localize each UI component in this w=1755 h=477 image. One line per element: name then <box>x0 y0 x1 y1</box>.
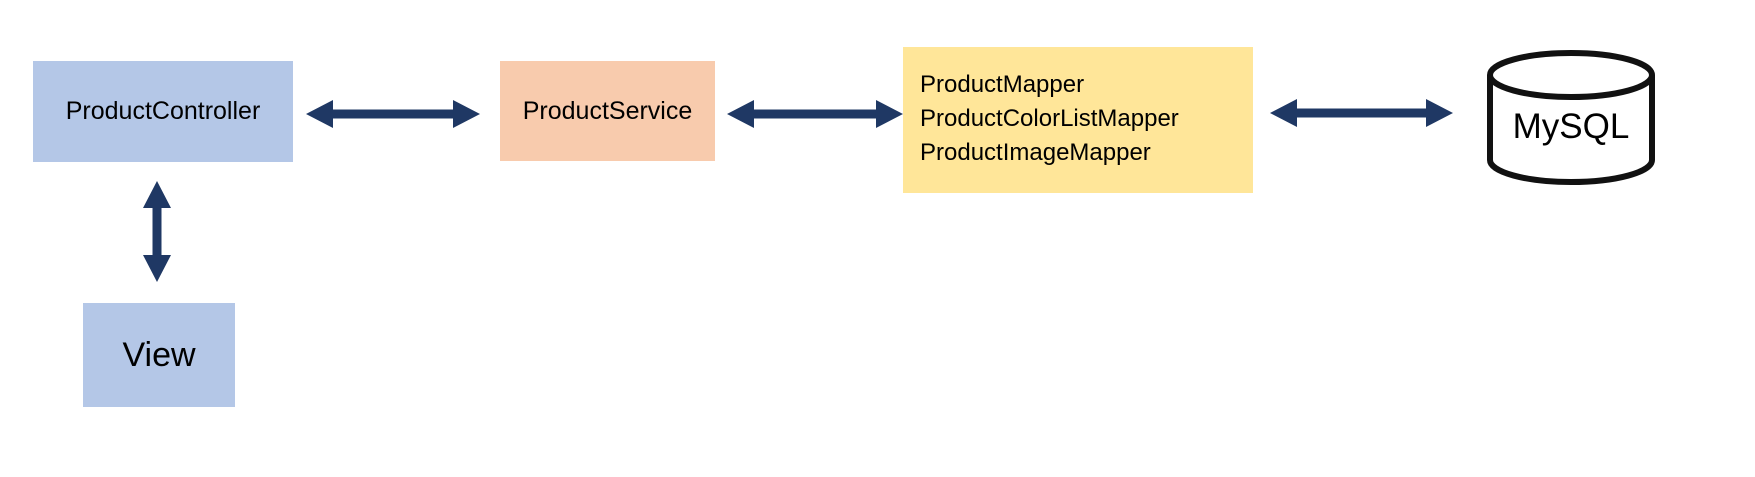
double-arrow-icon <box>143 181 171 282</box>
mysql-database-node: MySQL <box>1484 49 1658 188</box>
view-node: View <box>83 303 235 407</box>
mapper-line: ProductImageMapper <box>920 139 1151 166</box>
arrow-controller-service <box>306 100 480 128</box>
mapper-line: ProductMapper <box>920 71 1085 98</box>
view-label: View <box>122 335 196 374</box>
double-arrow-icon <box>306 100 480 128</box>
product-service-label: ProductService <box>522 96 693 125</box>
arrow-service-mappers <box>727 100 903 128</box>
cylinder-body <box>1487 75 1655 185</box>
mysql-label: MySQL <box>1512 107 1630 146</box>
product-service-node: ProductService <box>500 61 715 161</box>
arrow-mappers-database <box>1270 99 1453 127</box>
double-arrow-icon <box>1270 99 1453 127</box>
mapper-line: ProductColorListMapper <box>920 105 1179 132</box>
product-mappers-node: ProductMapper ProductColorListMapper Pro… <box>903 47 1253 193</box>
product-controller-node: ProductController <box>33 61 293 162</box>
product-controller-label: ProductController <box>65 97 261 125</box>
arrow-controller-view <box>143 181 171 282</box>
cylinder-top <box>1487 50 1655 100</box>
database-cylinder-icon <box>1487 50 1655 185</box>
double-arrow-icon <box>727 100 903 128</box>
